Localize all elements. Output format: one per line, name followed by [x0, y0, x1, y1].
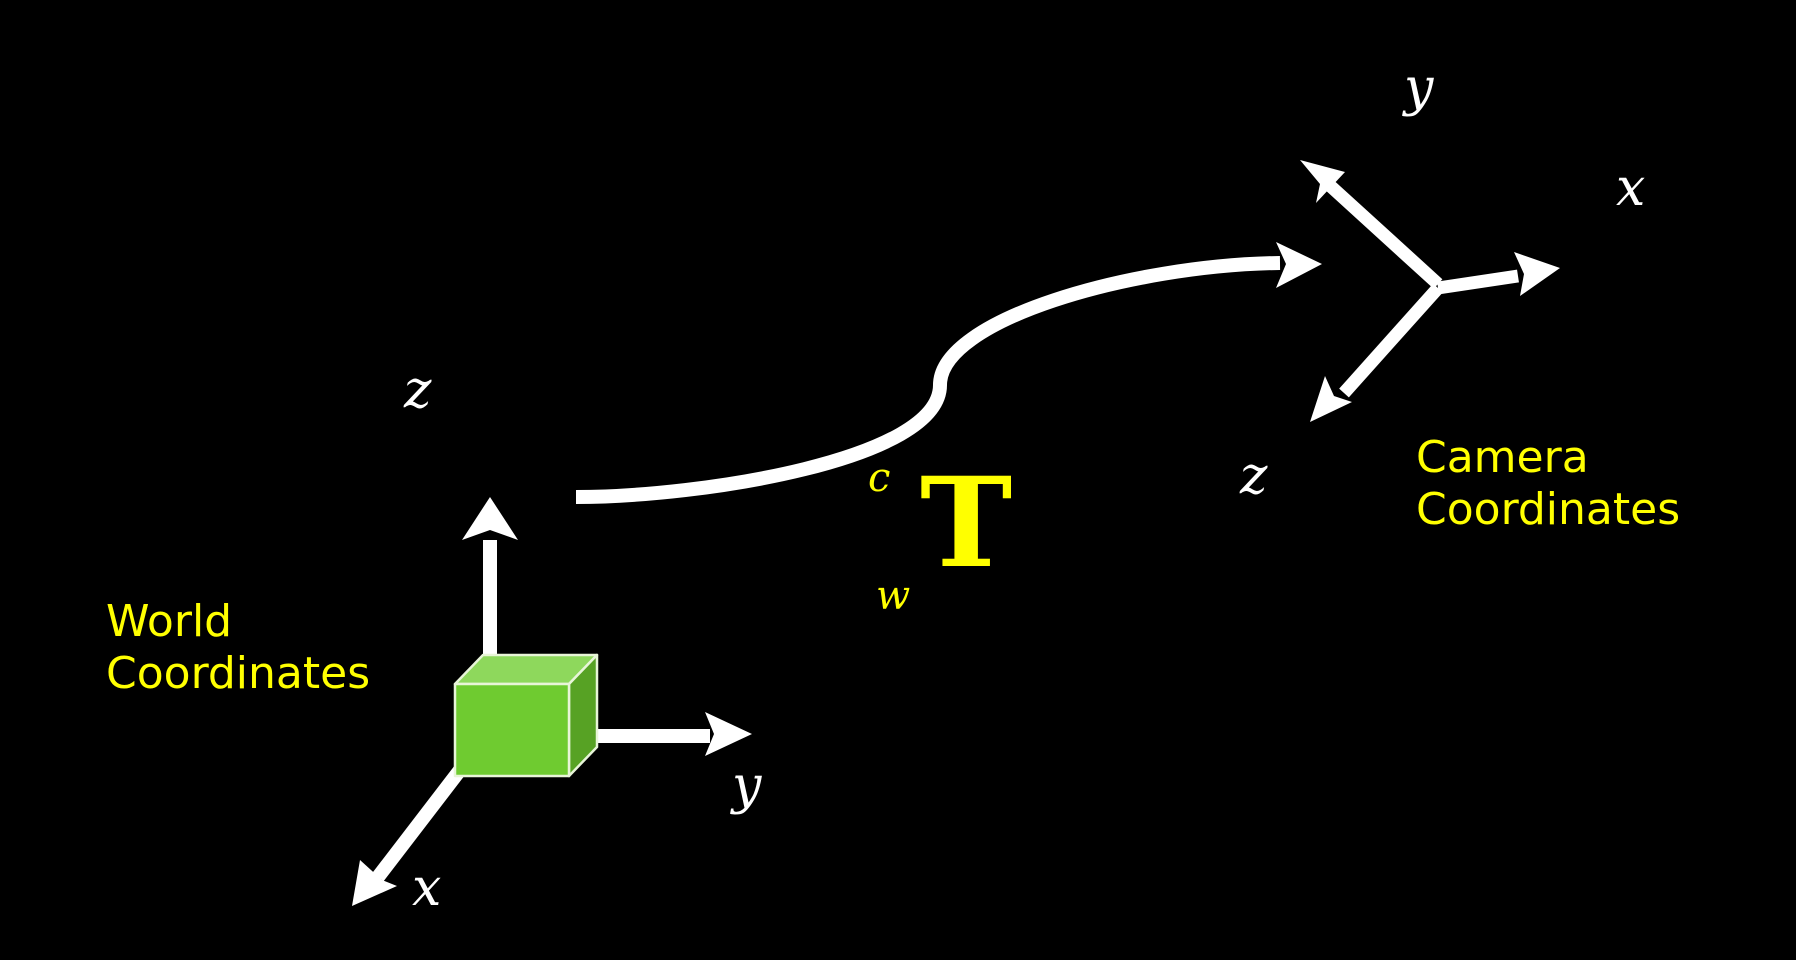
camera-coordinates-caption: Camera Coordinates — [1416, 432, 1680, 536]
camera-y-arrowhead — [1300, 160, 1345, 203]
cube-front-face — [453, 682, 571, 778]
world-cube — [453, 653, 599, 778]
world-z-label: z — [404, 360, 432, 420]
camera-z-label: z — [1240, 446, 1268, 506]
transform-symbol: T — [920, 451, 1013, 596]
camera-x-label: x — [1616, 158, 1646, 218]
transform-superscript: c — [868, 455, 891, 501]
camera-z-arrowhead — [1310, 376, 1352, 422]
camera-z-axis-line — [1339, 283, 1443, 398]
camera-caption-line1: Camera — [1416, 432, 1589, 483]
camera-caption-line2: Coordinates — [1416, 483, 1681, 535]
camera-y-label: y — [1404, 58, 1434, 118]
camera-x-axis-line — [1437, 269, 1519, 295]
transform-arrow — [575, 242, 1322, 504]
world-z-arrowhead — [462, 497, 518, 540]
camera-axes — [1300, 160, 1560, 422]
world-caption-line1: World — [106, 596, 233, 647]
transform-curve — [575, 256, 1281, 504]
world-x-label: x — [412, 858, 442, 918]
world-caption-line2: Coordinates — [106, 647, 371, 699]
world-x-arrowhead — [352, 860, 397, 906]
camera-y-axis-line — [1321, 177, 1443, 289]
world-y-label: y — [732, 756, 762, 816]
transform-subscript: w — [876, 573, 911, 619]
world-y-arrowhead — [705, 712, 752, 756]
world-coordinates-caption: World Coordinates — [106, 596, 370, 700]
transform-arrowhead — [1276, 242, 1322, 288]
camera-x-arrowhead — [1514, 252, 1560, 296]
